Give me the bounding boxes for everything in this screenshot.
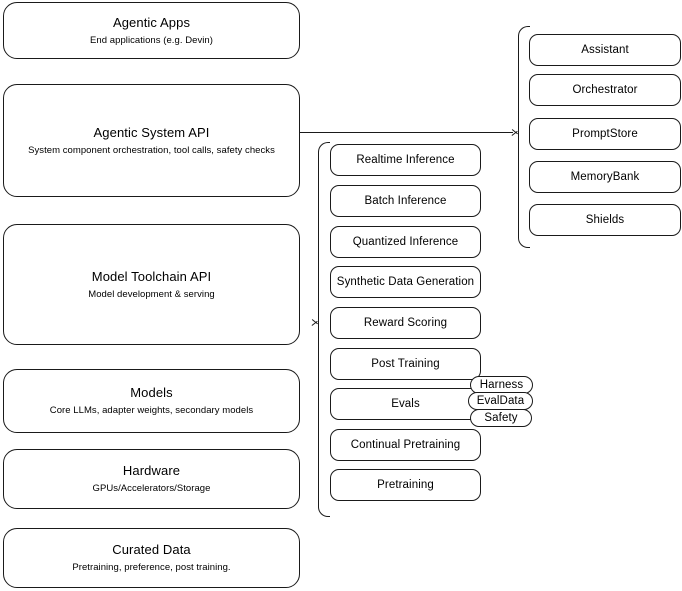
capability-reward-scoring[interactable]: Reward Scoring [330,307,481,339]
capability-post-training[interactable]: Post Training [330,348,481,380]
agentic-component-assistant[interactable]: Assistant [529,34,681,66]
capability-realtime-inference[interactable]: Realtime Inference [330,144,481,176]
stack-layer-title: Agentic Apps [112,14,191,30]
capability-label: Batch Inference [364,195,447,207]
capability-label: Realtime Inference [356,154,455,166]
connector-agentic-system-api [300,132,513,134]
capability-label: Continual Pretraining [350,439,461,451]
capability-pretraining[interactable]: Pretraining [330,469,481,501]
stack-layer-model-toolchain-api[interactable]: Model Toolchain API Model development & … [3,224,300,345]
evals-subcomponent-label: Harness [479,379,524,391]
capability-label: Quantized Inference [352,236,459,248]
stack-layer-title: Hardware [122,463,181,478]
stack-layer-subtitle: End applications (e.g. Devin) [90,34,213,46]
stack-layer-title: Curated Data [112,542,191,557]
stack-layer-models[interactable]: Models Core LLMs, adapter weights, secon… [3,369,300,433]
agentic-component-label: Shields [585,214,625,226]
stack-layer-title: Agentic System API [93,124,210,140]
capability-label: Post Training [371,358,440,370]
bracket-agentic-system-components [518,26,530,248]
capability-evals[interactable]: Evals [330,388,481,420]
agentic-component-label: PromptStore [572,128,638,140]
capability-synthetic-data-generation[interactable]: Synthetic Data Generation [330,266,481,298]
agentic-component-label: Orchestrator [572,84,638,96]
evals-subcomponent-evaldata[interactable]: EvalData [468,392,533,410]
bracket-tick-left [312,319,319,326]
stack-layer-subtitle: Pretraining, preference, post training. [72,562,231,573]
capability-continual-pretraining[interactable]: Continual Pretraining [330,429,481,461]
agentic-component-label: MemoryBank [570,171,640,183]
capability-label: Pretraining [377,479,434,491]
capability-label: Evals [391,398,420,410]
capability-batch-inference[interactable]: Batch Inference [330,185,481,217]
stack-layer-curated-data[interactable]: Curated Data Pretraining, preference, po… [3,528,300,588]
agentic-component-promptstore[interactable]: PromptStore [529,118,681,150]
agentic-component-memorybank[interactable]: MemoryBank [529,161,681,193]
agentic-component-label: Assistant [581,44,629,56]
evals-subcomponent-label: Safety [484,412,518,424]
bracket-toolchain-capabilities [318,142,330,517]
evals-subcomponent-label: EvalData [476,395,525,407]
capability-label: Reward Scoring [363,317,448,329]
stack-layer-agentic-system-api[interactable]: Agentic System API System component orch… [3,84,300,197]
agentic-component-shields[interactable]: Shields [529,204,681,236]
stack-layer-hardware[interactable]: Hardware GPUs/Accelerators/Storage [3,449,300,509]
stack-layer-subtitle: System component orchestration, tool cal… [28,144,275,156]
stack-layer-title: Models [130,385,173,400]
stack-layer-subtitle: Model development & serving [88,288,215,300]
bracket-tick-right [512,129,519,136]
capability-label: Synthetic Data Generation [336,276,475,288]
capability-quantized-inference[interactable]: Quantized Inference [330,226,481,258]
stack-layer-agentic-apps[interactable]: Agentic Apps End applications (e.g. Devi… [3,2,300,59]
evals-subcomponent-safety[interactable]: Safety [470,409,532,427]
stack-layer-title: Model Toolchain API [91,268,212,284]
stack-layer-subtitle: Core LLMs, adapter weights, secondary mo… [49,405,254,416]
agentic-component-orchestrator[interactable]: Orchestrator [529,74,681,106]
stack-layer-subtitle: GPUs/Accelerators/Storage [92,483,211,494]
